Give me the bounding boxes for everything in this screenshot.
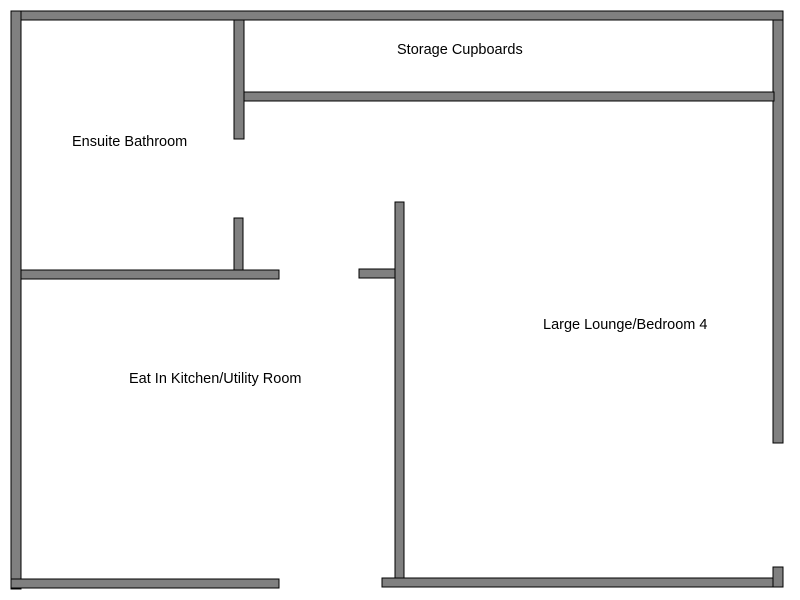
wall-bathroom-lower [233,217,244,271]
wall-right [772,19,784,444]
wall-storage-bottom [243,91,775,102]
room-label-storage: Storage Cupboards [397,42,523,58]
wall-kitchen-top [20,269,280,280]
wall-corner-stub [772,566,784,588]
room-label-kitchen: Eat In Kitchen/Utility Room [129,371,302,387]
wall-bathroom-upper [233,19,245,140]
wall-lounge-stub [358,268,396,279]
wall-bottom-right [381,577,784,588]
room-label-ensuite: Ensuite Bathroom [72,134,188,150]
wall-lounge-left [394,201,405,579]
room-label-lounge: Large Lounge/Bedroom 4 [543,317,708,333]
wall-left [10,10,22,590]
wall-bottom-left [10,578,280,589]
wall-top [10,10,784,21]
